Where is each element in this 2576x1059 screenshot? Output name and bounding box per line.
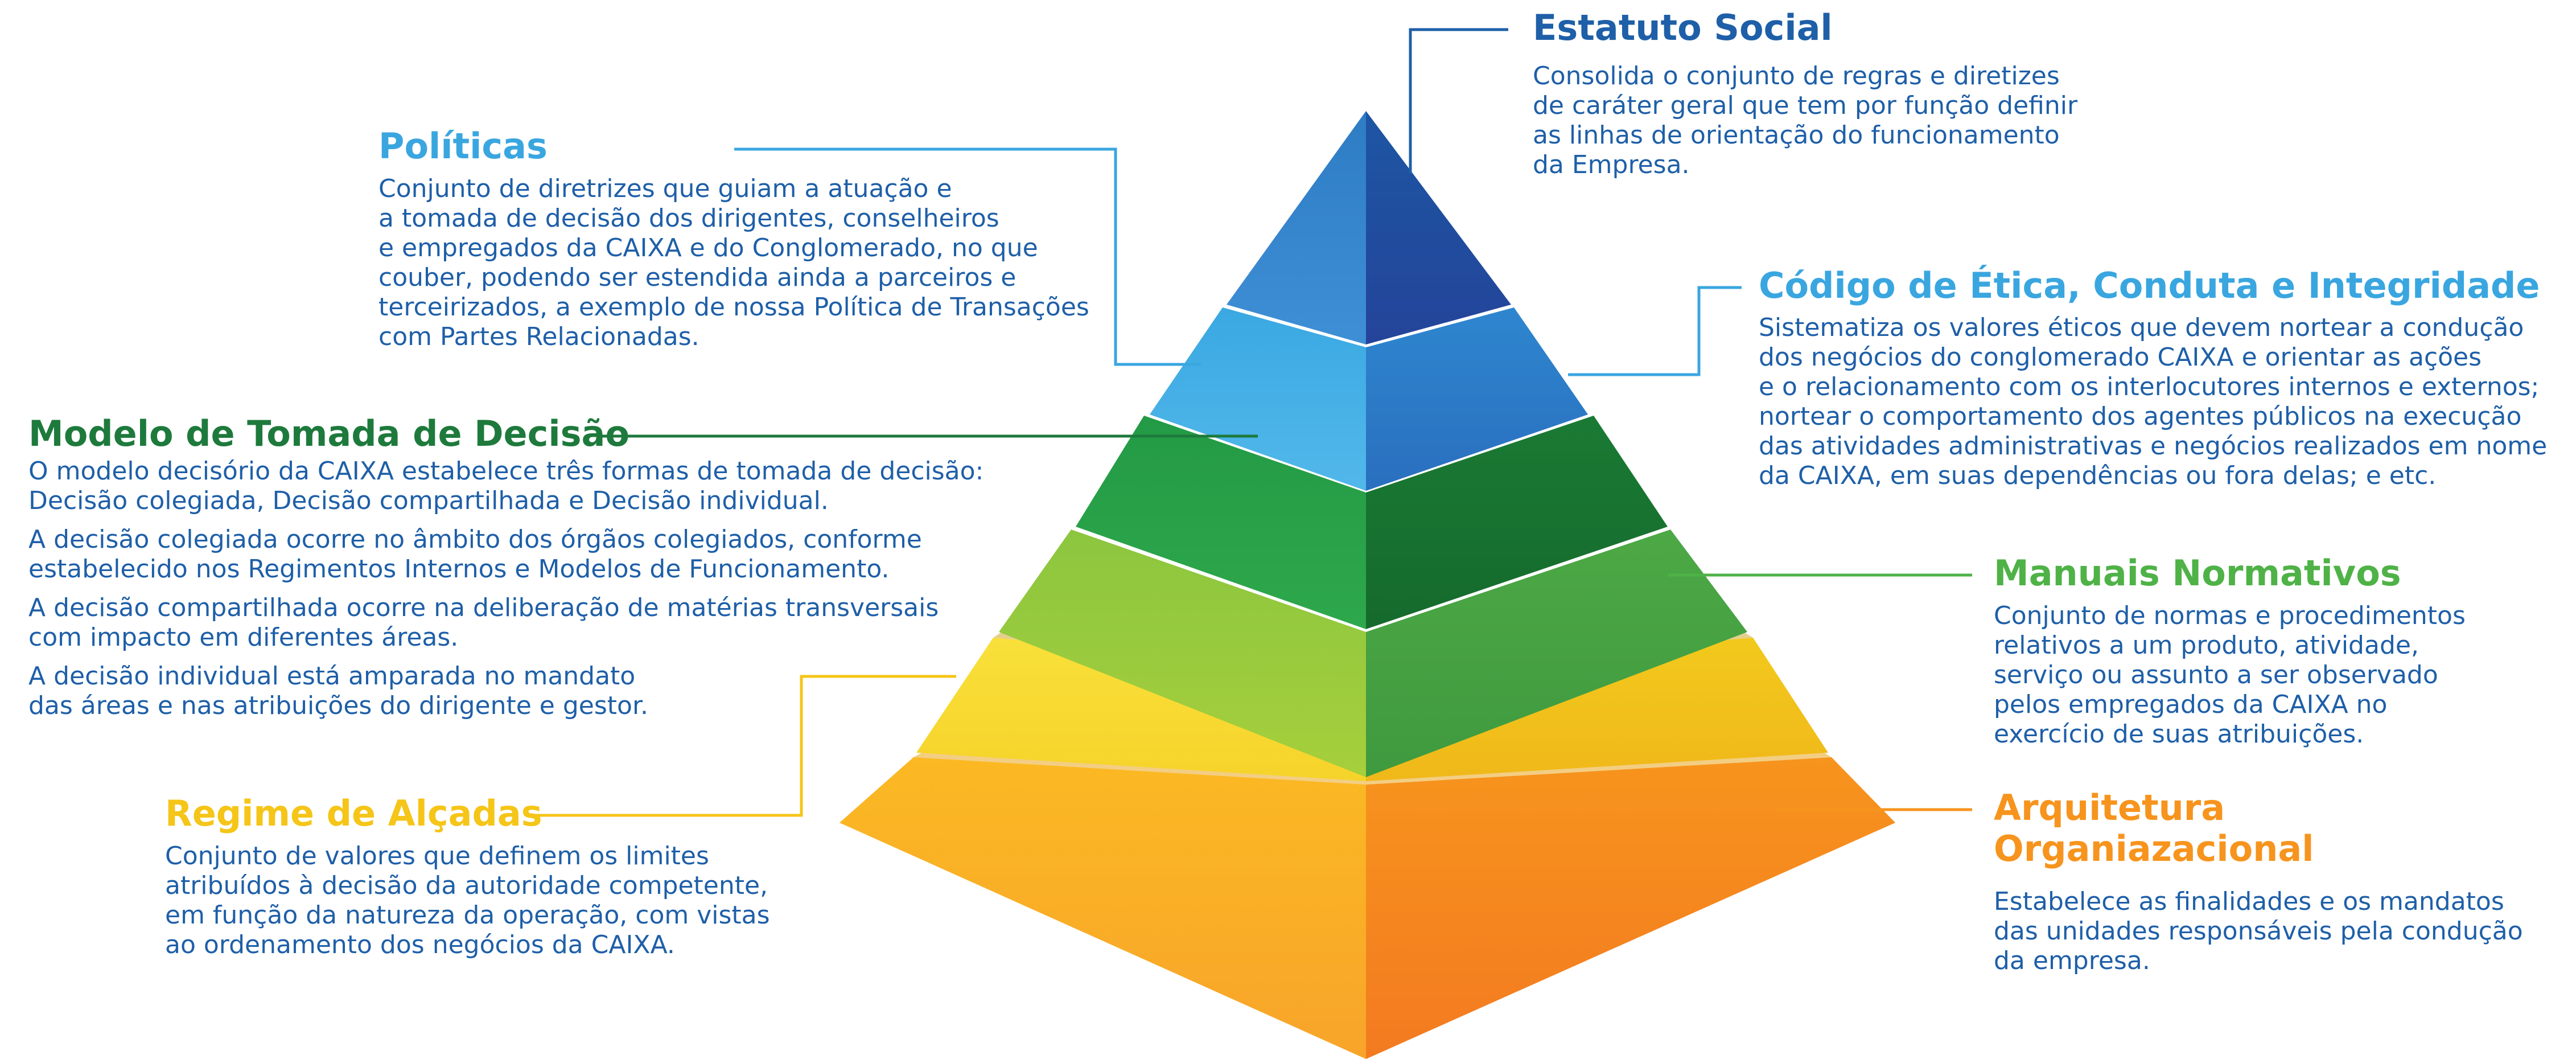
modelo-line: A decisão individual está amparada no ma…	[28, 662, 635, 691]
estatuto-line: da Empresa.	[1533, 150, 1690, 179]
politicas-description: Conjunto de diretrizes que guiam a atuaç…	[378, 174, 1097, 351]
manuais-description: Conjunto de normas e procedimentos relat…	[1994, 601, 2474, 749]
codigo-title: Código de Ética, Conduta e Integridade	[1759, 265, 2540, 306]
modelo-line: O modelo decisório da CAIXA estabelece t…	[28, 457, 984, 486]
modelo-line: A decisão colegiada ocorre no âmbito dos…	[28, 525, 922, 554]
codigo-line: e o relacionamento com os interlocutores…	[1759, 372, 2539, 401]
modelo-line: das áreas e nas atribuições do dirigente…	[28, 691, 648, 720]
politicas-line: Conjunto de diretrizes que guiam a atuaç…	[378, 174, 952, 203]
pyramid-layer-dark-blue	[1227, 111, 1511, 344]
codigo-line: Sistematiza os valores éticos que devem …	[1759, 313, 2524, 342]
modelo-line: com impacto em diferentes áreas.	[28, 623, 458, 652]
arquitetura-line: das unidades responsáveis pela condução	[1994, 917, 2523, 946]
leader-line-estatuto	[1409, 28, 1508, 174]
regime-line: Conjunto de valores que definem os limit…	[165, 842, 709, 871]
manuais-line: serviço ou assunto a ser observado	[1994, 660, 2438, 689]
pyramid-layer-light-blue	[1150, 307, 1588, 491]
modelo-line: Decisão colegiada, Decisão compartilhada…	[28, 486, 829, 515]
codigo-description: Sistematiza os valores éticos que devem …	[1759, 313, 2555, 490]
arquitetura-title-line: Arquitetura	[1994, 787, 2225, 828]
arquitetura-title: Arquitetura Organiazacional	[1994, 787, 2314, 869]
manuais-title: Manuais Normativos	[1994, 552, 2401, 594]
leader-line-codigo	[1568, 286, 1742, 376]
block-regime-alcadas: Regime de Alçadas Conjunto de valores qu…	[165, 793, 778, 959]
manuais-line: Conjunto de normas e procedimentos	[1994, 601, 2466, 630]
pyramid	[840, 111, 1895, 1059]
leader-line-politicas	[734, 147, 1201, 366]
estatuto-line: as linhas de orientação do funcionamento	[1533, 121, 2060, 150]
arquitetura-description: Estabelece as finalidades e os mandatos …	[1994, 887, 2531, 975]
block-modelo-decisao: Modelo de Tomada de Decisão O modelo dec…	[28, 413, 991, 720]
codigo-line: nortear o comportamento dos agentes públ…	[1759, 402, 2521, 431]
codigo-line: dos negócios do conglomerado CAIXA e ori…	[1759, 343, 2482, 372]
estatuto-line: Consolida o conjunto de regras e diretiz…	[1533, 61, 2060, 91]
block-arquitetura-organizacional: Arquitetura Organiazacional Estabelece a…	[1994, 787, 2531, 975]
politicas-line: terceirizados, a exemplo de nossa Políti…	[378, 293, 1089, 322]
arquitetura-title-line: Organiazacional	[1994, 828, 2314, 869]
modelo-line: estabelecido nos Regimentos Internos e M…	[28, 555, 889, 584]
leader-line-regime	[529, 675, 956, 817]
regime-line: em função da natureza da operação, com v…	[165, 901, 770, 930]
regime-title: Regime de Alçadas	[165, 793, 542, 834]
manuais-line: pelos empregados da CAIXA no	[1994, 690, 2387, 719]
codigo-line: da CAIXA, em suas dependências ou fora d…	[1759, 461, 2436, 490]
manuais-line: relativos a um produto, atividade,	[1994, 631, 2419, 660]
arquitetura-line: da empresa.	[1994, 946, 2150, 975]
manuais-line: exercício de suas atribuições.	[1994, 720, 2364, 749]
pyramid-layer-orange	[840, 740, 1895, 1059]
pyramid-layer-dark-green	[1076, 416, 1668, 629]
block-politicas: Políticas Conjunto de diretrizes que gui…	[378, 125, 1097, 351]
regime-description: Conjunto de valores que definem os limit…	[165, 842, 778, 959]
block-codigo-etica: Código de Ética, Conduta e Integridade S…	[1759, 265, 2555, 490]
politicas-title: Políticas	[378, 125, 548, 167]
regime-line: ao ordenamento dos negócios da CAIXA.	[165, 930, 675, 959]
modelo-line: A decisão compartilhada ocorre na delibe…	[28, 593, 939, 622]
regime-line: atribuídos à decisão da autoridade compe…	[165, 871, 768, 900]
block-manuais-normativos: Manuais Normativos Conjunto de normas e …	[1994, 552, 2474, 749]
estatuto-description: Consolida o conjunto de regras e diretiz…	[1533, 61, 2085, 179]
politicas-line: com Partes Relacionadas.	[378, 322, 699, 351]
arquitetura-line: Estabelece as finalidades e os mandatos	[1994, 887, 2504, 916]
estatuto-line: de caráter geral que tem por função defi…	[1533, 91, 2078, 120]
estatuto-title: Estatuto Social	[1533, 7, 1833, 48]
pyramid-layer-light-green	[999, 530, 1747, 777]
modelo-description: O modelo decisório da CAIXA estabelece t…	[28, 457, 991, 720]
block-estatuto-social: Estatuto Social Consolida o conjunto de …	[1533, 7, 2085, 179]
politicas-line: couber, podendo ser estendida ainda a pa…	[378, 263, 1016, 292]
politicas-line: a tomada de decisão dos dirigentes, cons…	[378, 204, 999, 233]
modelo-title: Modelo de Tomada de Decisão	[28, 413, 629, 454]
politicas-line: e empregados da CAIXA e do Conglomerado,…	[378, 233, 1038, 262]
codigo-line: das atividades administrativas e negócio…	[1759, 432, 2547, 461]
